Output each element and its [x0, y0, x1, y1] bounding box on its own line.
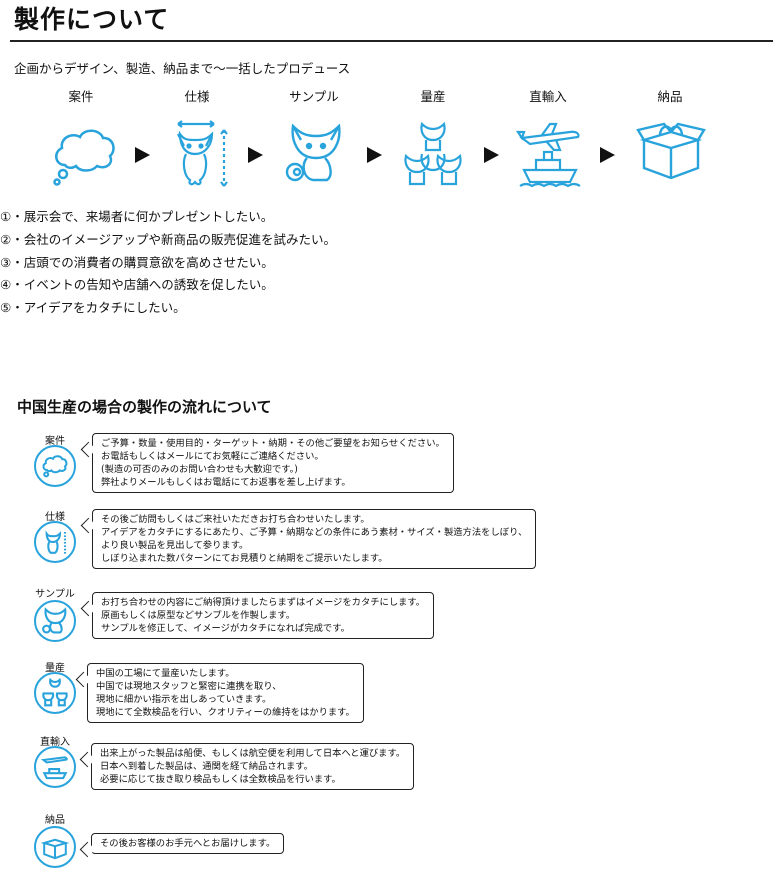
- plane-ship-icon: [516, 122, 581, 188]
- flow-icon-4: [34, 672, 76, 714]
- bubble-line: (製造の可否のみのお問い合わせも大歓迎です。): [101, 464, 298, 475]
- step-label-5: 直輸入: [529, 89, 567, 104]
- cloud-thought-icon: [53, 129, 115, 186]
- bubble-line: 現地に細かい指示を出しあっていきます。: [96, 694, 272, 705]
- flow-bubble-4: 中国の工場にて量産いたします。 中国では現地スタッフと緊密に連携を取り、 現地に…: [87, 663, 364, 723]
- section-title: 中国生産の場合の製作の流れについて: [17, 398, 272, 416]
- flow-label-4: 量産: [45, 663, 65, 674]
- page-subtitle: 企画からデザイン、製造、納品まで〜一括したプロデュース: [14, 61, 351, 76]
- step-label-3: サンプル: [289, 89, 339, 104]
- bubble-line: 現地にて全数検品を行い、クオリティーの維持をはかります。: [96, 707, 355, 718]
- cat-measure-icon: [177, 120, 228, 187]
- cat-sample-icon: [285, 123, 341, 182]
- plane-ship-icon: [41, 756, 68, 780]
- step-label-4: 量産: [420, 89, 446, 104]
- flow-bubble-5: 出来上がった製品は船便、もしくは航空便を利用して日本へと運びます。 日本へ到着し…: [91, 743, 415, 790]
- title-divider: [10, 40, 773, 42]
- bubble-line: 中国では現地スタッフと緊密に連携を取り、: [96, 681, 282, 692]
- bubble-line: その後ご訪問もしくはご来社いただきお打ち合わせいたします。: [101, 514, 370, 525]
- flow-icon-5: [34, 746, 76, 788]
- box-icon: [41, 838, 69, 860]
- flow-label-3: サンプル: [35, 589, 75, 600]
- flow-icon-2: [34, 521, 76, 563]
- flow-arrow-2: [248, 147, 263, 163]
- bubble-line: 出来上がった製品は船便、もしくは航空便を利用して日本へと運びます。: [100, 748, 406, 759]
- flow-label-1: 案件: [45, 436, 65, 447]
- bubble-line: より良い製品を見出して参ります。: [101, 540, 249, 551]
- flow-bubble-1: ご予算・数量・使用目的・ターゲット・納期・その他ご要望をお知らせください。 お電…: [92, 433, 454, 493]
- flow-icon-6: [34, 826, 76, 868]
- purpose-item-2: ②・会社のイメージアップや新商品の販売促進を試みたい。: [0, 232, 336, 247]
- page-title: 製作について: [14, 5, 170, 34]
- flow-icon-1: [34, 445, 76, 487]
- step-label-1: 案件: [68, 89, 94, 104]
- cat-measure-icon: [45, 530, 67, 555]
- cloud-thought-icon: [42, 455, 68, 478]
- flow-bubble-3: お打ち合わせの内容にご納得頂けましたらまずはイメージをカタチにします。 原画もし…: [92, 592, 435, 639]
- flow-label-6: 納品: [45, 815, 65, 826]
- flow-arrow-5: [600, 147, 615, 163]
- purpose-item-4: ④・イベントの告知や店舗への誘致を促したい。: [0, 277, 274, 292]
- purpose-item-5: ⑤・アイデアをカタチにしたい。: [0, 300, 186, 315]
- flow-arrow-1: [135, 147, 150, 163]
- bubble-line: アイデアをカタチにするにあたり、ご予算・納期などの条件にあう素材・サイズ・製造方…: [101, 527, 528, 538]
- bubble-line: 弊社よりメールもしくはお電話にてお返事を差し上げます。: [101, 477, 351, 488]
- step-label-6: 納品: [657, 89, 683, 104]
- cat-sample-icon: [42, 607, 67, 634]
- bubble-line: サンプルを修正して、イメージがカタチになれば完成です。: [101, 623, 350, 634]
- bubble-line: ご予算・数量・使用目的・ターゲット・納期・その他ご要望をお知らせください。: [101, 438, 445, 449]
- step-label-2: 仕様: [184, 89, 210, 104]
- box-icon: [636, 122, 706, 180]
- flow-label-5: 直輸入: [40, 737, 70, 748]
- bubble-line: お電話もしくはメールにてお気軽にご連絡ください。: [101, 451, 324, 462]
- flow-arrow-3: [367, 147, 382, 163]
- flow-label-2: 仕様: [45, 512, 65, 523]
- cat-stack-icon: [404, 121, 462, 186]
- flow-bubble-6: その後お客様のお手元へとお届けします。: [91, 833, 285, 854]
- flow-icon-3: [34, 600, 76, 642]
- bubble-line: お打ち合わせの内容にご納得頂けましたらまずはイメージをカタチにします。: [101, 597, 426, 608]
- flow-bubble-2: その後ご訪問もしくはご来社いただきお打ち合わせいたします。 アイデアをカタチにす…: [92, 509, 537, 569]
- cat-stack-icon: [42, 678, 68, 707]
- bubble-line: 必要に応じて抜き取り検品もしくは全数検品を行います。: [100, 774, 341, 785]
- bubble-line: その後お客様のお手元へとお届けします。: [100, 838, 276, 849]
- bubble-line: 日本へ到着した製品は、通関を経て納品されます。: [100, 761, 313, 772]
- bubble-line: しぼり込まれた数パターンにてお見積りと納期をご提示いたします。: [101, 553, 388, 564]
- purpose-item-1: ①・展示会で、来場者に何かプレゼントしたい。: [0, 209, 274, 224]
- purpose-item-3: ③・店頭での消費者の購買意欲を高めさせたい。: [0, 255, 274, 270]
- bubble-line: 中国の工場にて量産いたします。: [96, 668, 235, 679]
- flow-arrow-4: [484, 147, 499, 163]
- bubble-line: 原画もしくは原型などサンプルを作製します。: [101, 610, 296, 621]
